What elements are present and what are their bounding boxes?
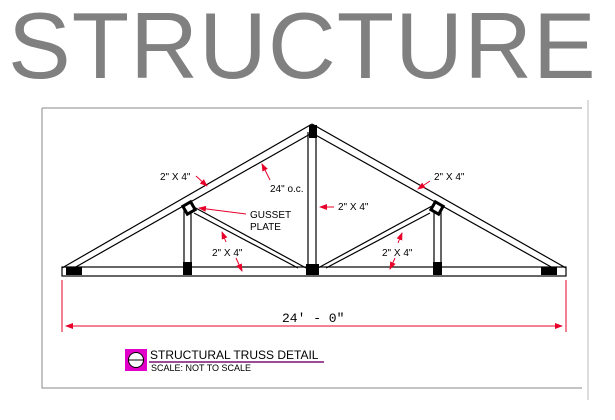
leader-spacing bbox=[261, 163, 271, 181]
label-king-post: 2" X 4" bbox=[338, 202, 369, 213]
leader-web-left-up bbox=[221, 231, 228, 243]
gusset-heel-left bbox=[66, 267, 82, 275]
web-diagonal-right bbox=[317, 205, 433, 269]
gusset-bottom-center bbox=[306, 264, 319, 275]
king-post bbox=[307, 132, 317, 268]
title-block: STRUCTURAL TRUSS DETAIL SCALE: NOT TO SC… bbox=[125, 348, 324, 373]
gusset-bottom-right bbox=[433, 262, 442, 275]
leader-web-right-up bbox=[396, 232, 403, 244]
gusset-web-right bbox=[428, 199, 446, 217]
label-spacing: 24" o.c. bbox=[270, 184, 304, 195]
gusset-heel-right bbox=[541, 267, 557, 275]
label-top-chord-left: 2" X 4" bbox=[160, 172, 191, 183]
web-vertical-right bbox=[433, 210, 442, 268]
label-web-right: 2" X 4" bbox=[382, 248, 413, 259]
title-block-title: STRUCTURAL TRUSS DETAIL bbox=[150, 348, 319, 362]
drawing-frame bbox=[41, 108, 582, 389]
gusset-bottom-left bbox=[183, 262, 192, 275]
leader-top-chord-right bbox=[417, 180, 431, 190]
leader-top-chord-left bbox=[195, 175, 208, 187]
top-chord-left bbox=[61, 123, 313, 269]
label-web-left: 2" X 4" bbox=[212, 248, 243, 259]
dimension-span-label: 24' - 0" bbox=[282, 311, 344, 326]
page-title: STRUCTURE bbox=[8, 0, 597, 98]
title-block-scale: SCALE: NOT TO SCALE bbox=[151, 363, 251, 373]
gusset-peak bbox=[309, 125, 317, 138]
web-vertical-left bbox=[183, 210, 192, 268]
web-diagonal-left bbox=[191, 205, 307, 269]
leader-gusset bbox=[198, 205, 247, 215]
dimension-span: 24' - 0" bbox=[61, 280, 567, 332]
gusset-web-left bbox=[180, 199, 198, 217]
top-chord-right bbox=[311, 123, 567, 269]
label-top-chord-right: 2" X 4" bbox=[434, 172, 465, 183]
gusset-plates bbox=[66, 125, 557, 275]
leader-web-left bbox=[235, 257, 243, 272]
label-gusset-line1: GUSSET bbox=[250, 210, 291, 221]
label-gusset-line2: PLATE bbox=[250, 222, 281, 233]
leader-web-right bbox=[389, 257, 396, 270]
